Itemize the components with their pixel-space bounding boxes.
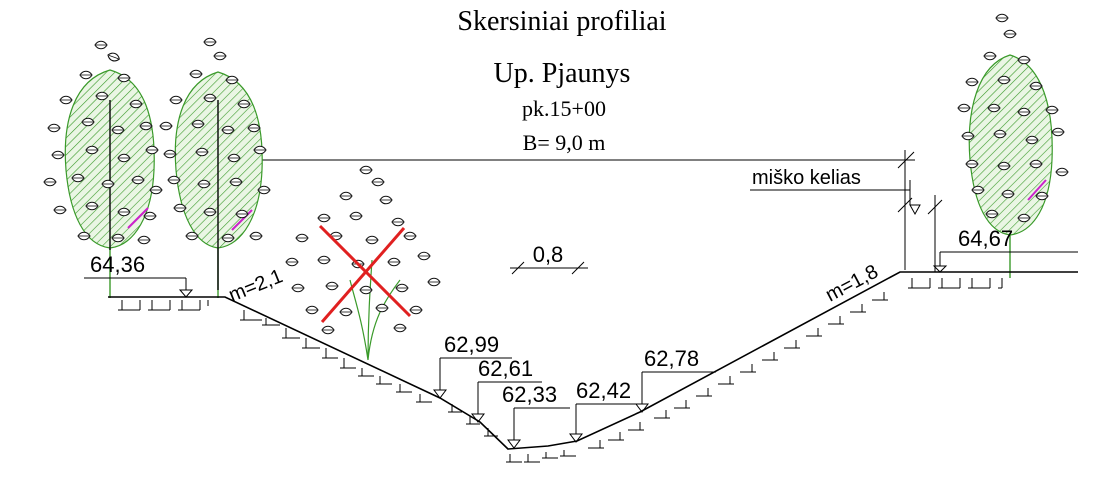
road-label: miško kelias xyxy=(752,167,861,189)
title-text: Skersiniai profiliai xyxy=(457,6,666,37)
width-text: B= 9,0 m xyxy=(523,130,606,155)
elevation-marker-e1 xyxy=(433,357,512,399)
elevation-e5: 62,78 xyxy=(644,346,699,371)
slope-left-label: m=2,1 xyxy=(226,265,286,306)
depth-dimension xyxy=(510,261,588,275)
tree-right xyxy=(957,13,1069,278)
elevation-e3: 62,33 xyxy=(502,382,557,407)
elevation-e1: 62,99 xyxy=(444,332,499,357)
remove-cross-mark xyxy=(318,224,412,323)
elevation-marker-e5 xyxy=(635,371,716,413)
elevation-marker-left-bank xyxy=(84,277,194,298)
elevation-marker-e4 xyxy=(569,403,640,443)
elevation-marker-e2 xyxy=(471,381,542,423)
bush-to-remove xyxy=(285,165,441,361)
ground-hatch xyxy=(118,278,1003,463)
elevation-marker-e3 xyxy=(507,407,570,449)
depth-label: 0,8 xyxy=(533,242,564,267)
elevation-right-bank: 64,67 xyxy=(958,226,1013,251)
elevation-e4: 62,42 xyxy=(576,378,631,403)
tree-left-2 xyxy=(159,37,271,298)
elevation-e2: 62,61 xyxy=(478,356,533,381)
road-marker xyxy=(750,180,943,272)
picket-text: pk.15+00 xyxy=(522,96,606,121)
elevation-marker-right-bank xyxy=(932,251,1078,273)
tree-left-1 xyxy=(43,40,163,298)
elevation-left-bank: 64,36 xyxy=(90,252,145,277)
subtitle-text: Up. Pjaunys xyxy=(494,58,631,89)
ground-profile xyxy=(108,160,1078,450)
